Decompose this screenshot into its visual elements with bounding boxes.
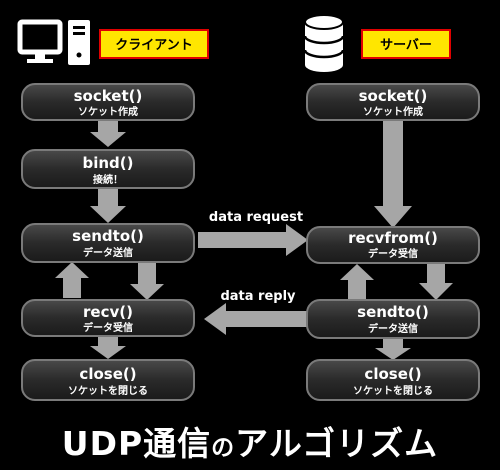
node-title: socket() bbox=[359, 87, 428, 105]
title-part-algorithm: アルゴリズム bbox=[235, 424, 439, 463]
node-subtitle: データ送信 bbox=[83, 246, 133, 259]
node-subtitle: ソケットを閉じる bbox=[353, 385, 433, 397]
arrow-recvfrom-to-sendto bbox=[419, 262, 453, 300]
arrow-server-sendto-to-close bbox=[375, 338, 411, 360]
desktop-computer-icon bbox=[17, 19, 90, 65]
client-node-bind: bind() 接続！ bbox=[21, 149, 195, 189]
server-label-badge: サーバー bbox=[361, 29, 451, 59]
arrow-data-request bbox=[198, 224, 308, 256]
node-title: socket() bbox=[74, 87, 143, 105]
node-subtitle: ソケット作成 bbox=[363, 105, 423, 118]
database-server-icon bbox=[303, 14, 345, 72]
page-title: UDP通信のアルゴリズム bbox=[0, 424, 500, 468]
arrow-server-socket-to-recvfrom bbox=[374, 119, 412, 228]
client-node-recv: recv() データ受信 bbox=[21, 299, 195, 337]
client-node-sendto: sendto() データ送信 bbox=[21, 223, 195, 263]
server-node-socket: socket() ソケット作成 bbox=[306, 83, 480, 121]
node-title: sendto() bbox=[357, 303, 429, 321]
arrow-recv-to-close bbox=[90, 335, 126, 359]
node-title: sendto() bbox=[72, 227, 144, 245]
title-part-udp: UDP通信 bbox=[61, 424, 212, 463]
server-node-close: close() ソケットを閉じる bbox=[306, 359, 480, 401]
title-part-no: の bbox=[211, 435, 236, 461]
arrow-bind-to-sendto bbox=[90, 187, 126, 223]
node-subtitle: データ受信 bbox=[368, 247, 418, 260]
node-subtitle: ソケット作成 bbox=[78, 105, 138, 118]
arrow-server-loop-up bbox=[340, 264, 374, 300]
node-title: recv() bbox=[83, 303, 133, 321]
client-label: クライアント bbox=[115, 38, 192, 53]
node-title: close() bbox=[79, 365, 136, 383]
client-node-close: close() ソケットを閉じる bbox=[21, 359, 195, 401]
server-label: サーバー bbox=[380, 38, 432, 53]
server-node-recvfrom: recvfrom() データ受信 bbox=[306, 226, 480, 264]
arrow-sendto-to-recv bbox=[130, 260, 164, 300]
node-subtitle: データ送信 bbox=[368, 322, 418, 335]
node-subtitle: ソケットを閉じる bbox=[68, 385, 148, 397]
node-subtitle: 接続！ bbox=[93, 173, 123, 186]
node-title: close() bbox=[364, 365, 421, 383]
arrow-socket-to-bind bbox=[90, 119, 126, 147]
data-request-label: data request bbox=[209, 210, 303, 225]
arrow-recv-loop-up bbox=[55, 262, 89, 298]
server-node-sendto: sendto() データ送信 bbox=[306, 299, 480, 339]
data-reply-label: data reply bbox=[220, 289, 296, 304]
arrow-data-reply bbox=[204, 303, 308, 335]
client-label-badge: クライアント bbox=[99, 29, 209, 59]
node-title: bind() bbox=[82, 154, 133, 172]
node-title: recvfrom() bbox=[348, 229, 438, 247]
node-subtitle: データ受信 bbox=[83, 321, 133, 334]
client-node-socket: socket() ソケット作成 bbox=[21, 83, 195, 121]
